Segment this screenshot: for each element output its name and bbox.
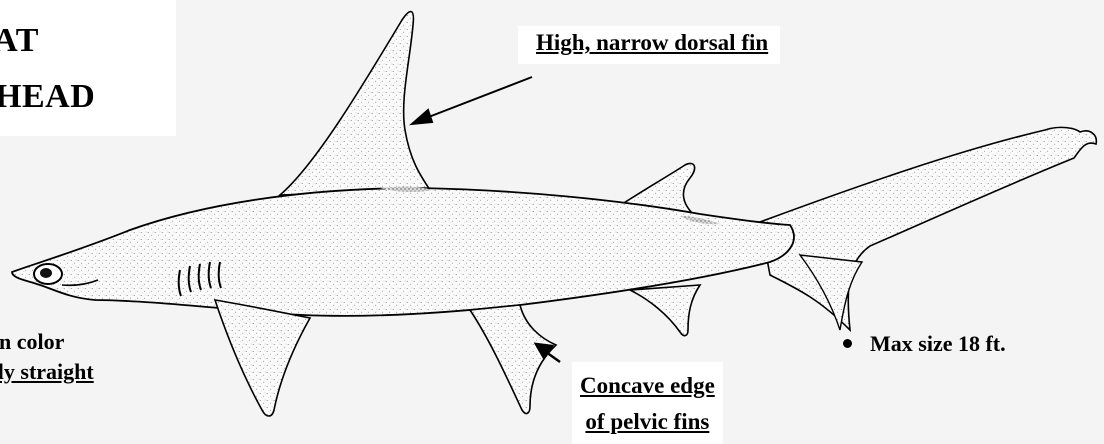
dorsal-fin <box>280 12 430 195</box>
pelvic-fin-callout: Concave edge of pelvic fins <box>572 362 723 444</box>
anal-fin <box>630 285 700 336</box>
color-note: vn color <box>0 330 64 354</box>
title-box: EAT RHEAD <box>0 0 176 136</box>
eye-pupil <box>40 268 52 278</box>
pelvic-callout-line-1: Concave edge <box>580 368 715 404</box>
pectoral-fin <box>215 300 310 416</box>
title-line-2: RHEAD <box>0 80 95 114</box>
dorsal-fin-callout: High, narrow dorsal fin <box>518 26 780 64</box>
bullet-dot <box>843 339 852 348</box>
title-line-1: EAT <box>0 24 39 58</box>
pelvic-fin <box>470 305 556 413</box>
caudal-fin <box>760 127 1096 330</box>
dorsal-arrow <box>412 77 532 124</box>
pelvic-callout-line-2: of pelvic fins <box>580 404 715 440</box>
max-size-note: Max size 18 ft. <box>870 332 1006 356</box>
straight-note: rly straight <box>0 360 94 384</box>
